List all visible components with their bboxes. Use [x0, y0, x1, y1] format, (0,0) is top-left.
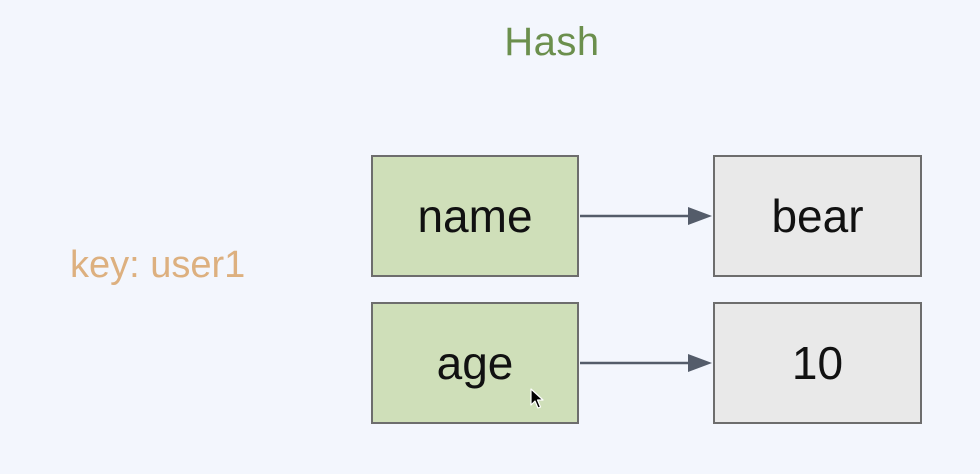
- value-box-10: 10: [713, 302, 922, 424]
- mouse-pointer-icon: [530, 388, 544, 409]
- value-box-bear: bear: [713, 155, 922, 277]
- arrow-age-to-10: [580, 354, 712, 372]
- hash-key-label: key: user1: [70, 244, 246, 286]
- field-box-age: age: [371, 302, 579, 424]
- field-box-name: name: [371, 155, 579, 277]
- arrow-name-to-bear: [580, 207, 712, 225]
- diagram-title: Hash: [504, 20, 600, 64]
